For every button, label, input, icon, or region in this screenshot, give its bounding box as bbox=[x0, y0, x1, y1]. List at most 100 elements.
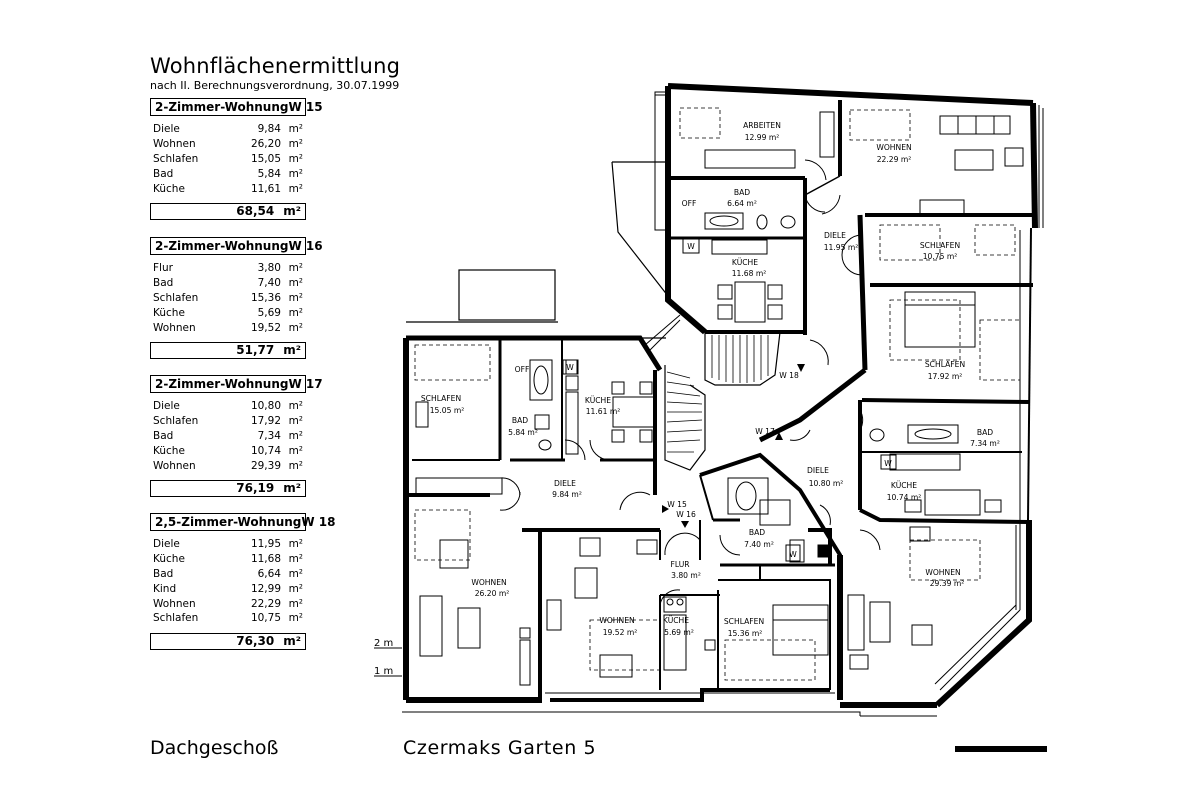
apartment-code: W 17 bbox=[288, 377, 323, 391]
room-unit: m² bbox=[288, 553, 303, 566]
apartment-name: 2,5-Zimmer-Wohnung bbox=[155, 515, 302, 529]
room-area-bad-w15: 5.84 m² bbox=[508, 428, 538, 437]
room-row: Diele 9,84 m² bbox=[150, 122, 306, 137]
room-area: 12,99 bbox=[250, 582, 281, 595]
room-area: 5,84 bbox=[257, 167, 281, 180]
room-label: Flur bbox=[153, 262, 173, 275]
room-row: Kind 12,99 m² bbox=[150, 581, 306, 596]
room-label: Wohnen bbox=[153, 459, 196, 472]
total-unit: m² bbox=[283, 634, 301, 649]
room-unit: m² bbox=[288, 582, 303, 595]
doors bbox=[499, 159, 881, 606]
fixtures bbox=[415, 111, 1024, 686]
room-area-schlafen-w16: 15.36 m² bbox=[728, 629, 763, 638]
room-area-flur-w16: 3.80 m² bbox=[671, 571, 701, 580]
room-label: Kind bbox=[153, 582, 177, 595]
room-area: 22,29 bbox=[250, 597, 281, 610]
room-name-kueche-w15: KÜCHE bbox=[585, 396, 611, 405]
unit-label-w18: W 18 bbox=[779, 371, 799, 380]
room-label: Diele bbox=[153, 538, 180, 551]
room-label: Bad bbox=[153, 167, 174, 180]
room-area: 9,84 bbox=[257, 123, 281, 136]
room-area-schlafen-w15: 15.05 m² bbox=[430, 406, 465, 415]
room-area-bad-w18: 6.64 m² bbox=[727, 199, 757, 208]
room-name-schlafen-w17: SCHLAFEN bbox=[925, 360, 965, 369]
room-name-wohnen-w16: WOHNEN bbox=[599, 616, 634, 625]
room-area-kueche-w15: 11.61 m² bbox=[586, 407, 621, 416]
scale-bar bbox=[955, 746, 1047, 752]
room-area: 5,69 bbox=[257, 306, 281, 319]
room-label: Küche bbox=[153, 553, 185, 566]
room-label: Küche bbox=[153, 444, 185, 457]
room-unit: m² bbox=[288, 306, 303, 319]
room-name-kueche-w18: KÜCHE bbox=[732, 258, 758, 267]
room-label: Schlafen bbox=[153, 415, 199, 428]
total-unit: m² bbox=[283, 204, 301, 219]
room-area: 17,92 bbox=[250, 415, 281, 428]
room-unit: m² bbox=[288, 429, 303, 442]
room-label: Wohnen bbox=[153, 597, 196, 610]
room-name-bad-w15: BAD bbox=[512, 416, 528, 425]
room-label: Küche bbox=[153, 306, 185, 319]
room-name-bad-w17: BAD bbox=[977, 428, 993, 437]
room-unit: m² bbox=[288, 612, 303, 625]
room-area: 11,68 bbox=[250, 553, 281, 566]
room-unit: m² bbox=[288, 291, 303, 304]
room-name-diele-w17: DIELE bbox=[807, 466, 829, 475]
room-area: 26,20 bbox=[250, 138, 281, 151]
room-unit: m² bbox=[288, 123, 303, 136]
room-name-flur-w16: FLUR bbox=[670, 560, 690, 569]
unit-label-w15: W 15 bbox=[667, 500, 687, 509]
room-label: Diele bbox=[153, 123, 180, 136]
room-name-diele-w18: DIELE bbox=[824, 231, 846, 240]
apartment-header: 2-Zimmer-Wohnung W 17 bbox=[150, 375, 323, 393]
room-label: Schlafen bbox=[153, 612, 199, 625]
room-name-wohnen-w15: WOHNEN bbox=[471, 578, 506, 587]
room-row: Küche 5,69 m² bbox=[150, 305, 306, 320]
room-unit: m² bbox=[288, 321, 303, 334]
room-name-schlafen-w15: SCHLAFEN bbox=[421, 394, 461, 403]
floor-name: Dachgeschoß bbox=[150, 737, 279, 759]
outer-walls bbox=[402, 83, 1038, 717]
room-area-diele-w18: 11.95 m² bbox=[824, 243, 859, 252]
room-unit: m² bbox=[288, 444, 303, 457]
room-unit: m² bbox=[288, 400, 303, 413]
room-label: Küche bbox=[153, 182, 185, 195]
room-name-schlafen-w18: SCHLAFEN bbox=[920, 241, 960, 250]
room-area-bad-w16: 7.40 m² bbox=[744, 540, 774, 549]
washer-label: W bbox=[789, 550, 797, 559]
page-subtitle: nach II. Berechnungsverordnung, 30.07.19… bbox=[150, 79, 400, 92]
room-area: 15,36 bbox=[250, 291, 281, 304]
total-unit: m² bbox=[283, 343, 301, 358]
room-area: 19,52 bbox=[250, 321, 281, 334]
apartment-name: 2-Zimmer-Wohnung bbox=[155, 239, 289, 253]
washer-label: W bbox=[884, 459, 892, 468]
room-area-bad-w17: 7.34 m² bbox=[970, 439, 1000, 448]
room-area-kueche-w16: 5.69 m² bbox=[664, 628, 694, 637]
room-unit: m² bbox=[288, 182, 303, 195]
entry-markers bbox=[662, 364, 805, 528]
room-label: Bad bbox=[153, 567, 174, 580]
unit-label-w16: W 16 bbox=[676, 510, 696, 519]
room-area: 29,39 bbox=[250, 459, 281, 472]
room-row: Küche 11,68 m² bbox=[150, 552, 306, 567]
room-area: 11,95 bbox=[250, 538, 281, 551]
room-area-diele-w17: 10.80 m² bbox=[809, 479, 844, 488]
room-area-schlafen-w18: 10.75 m² bbox=[923, 252, 958, 261]
room-area-kueche-w18: 11.68 m² bbox=[732, 269, 767, 278]
